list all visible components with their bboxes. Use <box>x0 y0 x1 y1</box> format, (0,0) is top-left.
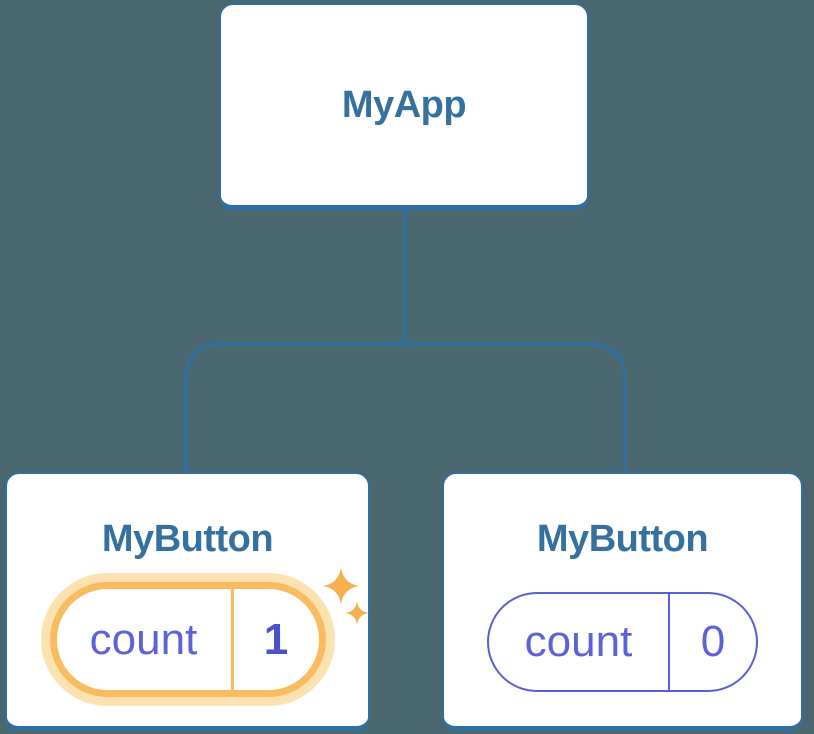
state-key: count <box>89 614 198 664</box>
tree-node-mybutton-highlighted: MyButton count 1 <box>5 472 370 731</box>
tree-node-mybutton-normal: MyButton count 0 <box>442 472 803 731</box>
sparkle-icon <box>322 567 360 605</box>
tree-node-myapp: MyApp <box>219 3 589 210</box>
node-label-mybutton-1: MyButton <box>101 518 274 560</box>
state-value: 0 <box>668 594 756 690</box>
node-label-mybutton-2: MyButton <box>536 518 709 560</box>
node-label-myapp: MyApp <box>341 84 467 126</box>
state-pill: count 0 <box>487 592 758 692</box>
sparkle-icon <box>345 601 369 625</box>
state-key: count <box>524 617 633 666</box>
connector-branch <box>184 342 627 473</box>
state-pill-highlighted: count 1 <box>49 582 326 697</box>
state-value: 1 <box>230 589 319 690</box>
